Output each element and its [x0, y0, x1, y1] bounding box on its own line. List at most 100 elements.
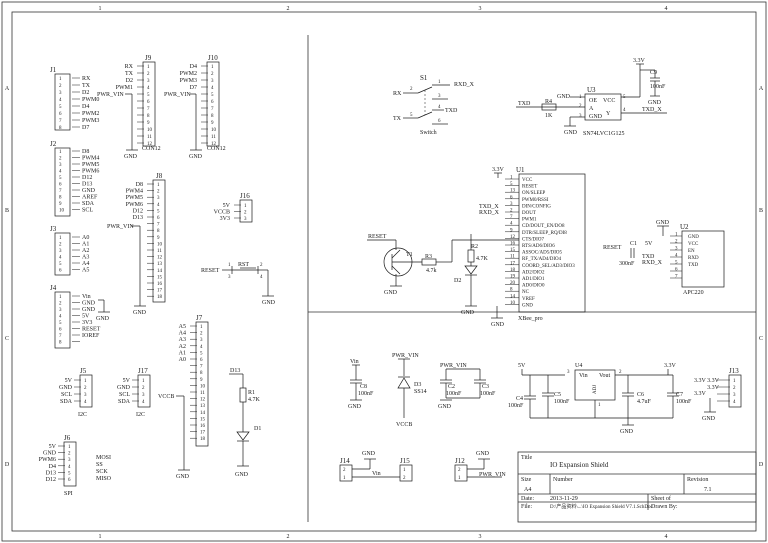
- pwr-3v3: 3.3V: [664, 363, 677, 369]
- s1-net-txd: TXD: [445, 108, 458, 114]
- j9-pin-4: 4: [147, 86, 150, 91]
- u1-pinnum-19: 19: [510, 275, 516, 280]
- c2-gnd: GND: [438, 404, 452, 410]
- u1-gnd: GND: [491, 322, 505, 328]
- c2-ref: C2: [448, 384, 455, 390]
- j9-pin-12: 12: [147, 142, 153, 147]
- row-label-left-D: D: [5, 462, 10, 468]
- j8-net-5: D13: [133, 215, 143, 221]
- j7-pin-7: 7: [200, 365, 203, 370]
- j15-pin-1: 1: [403, 468, 406, 473]
- u2-pinnum-3: 3: [675, 247, 678, 252]
- r3-value: 4.7k: [426, 268, 437, 274]
- u3-net-txd: TXD: [518, 101, 531, 107]
- j7-pin-9: 9: [200, 378, 203, 383]
- u1-pinnum-16: 16: [510, 242, 516, 247]
- j5-net-3: SDA: [60, 399, 73, 405]
- j10-pin-10: 10: [211, 128, 217, 133]
- j7-pin-3: 3: [200, 338, 203, 343]
- j16-net-1: VCCB: [214, 210, 230, 216]
- r4-value: 1K: [545, 113, 553, 119]
- c1-value: 300nF: [619, 261, 635, 267]
- j8-net-3: PWM6: [126, 202, 143, 208]
- j6-net-5: D12: [46, 477, 56, 483]
- j13-pin-3: 3: [733, 393, 736, 398]
- u1-pin-4: DIN/CONFIG: [522, 204, 551, 209]
- j9-net-3: PWM1: [116, 85, 133, 91]
- u1-pin-5: DOUT: [522, 211, 536, 216]
- u2-pin-gnd: GND: [688, 235, 699, 240]
- j7-pin-18: 18: [200, 437, 206, 442]
- c7-value: 100nF: [676, 399, 692, 405]
- connector-j15: J15 1 2: [399, 457, 413, 482]
- s1-pin-2: 2: [410, 87, 413, 92]
- j1-net-6: PWM3: [82, 118, 99, 124]
- j9-pin-1: 1: [147, 65, 150, 70]
- d1-gnd: GND: [235, 472, 249, 478]
- j8-net-4: D12: [133, 208, 143, 214]
- u1-pinnum-4: 4: [510, 222, 513, 227]
- row-label-right-B: B: [759, 208, 763, 214]
- transistor-t1: RESET T1 GND R3 4.7k R2 4.7K D2 GND: [367, 234, 519, 316]
- j13-net-33a: 3.3V: [694, 378, 707, 384]
- u1-pin-12: RF_TX/AD4/DIO4: [522, 257, 562, 262]
- j2-net-9: SCL: [82, 208, 93, 214]
- j3-pin-6: 6: [59, 269, 62, 274]
- col-label-bottom-2: 2: [287, 534, 290, 540]
- tb-size-label: Size: [521, 477, 532, 483]
- j6-pin-4: 4: [68, 465, 71, 470]
- c2-value: 100nF: [446, 391, 462, 397]
- j8-pin-2: 2: [157, 190, 160, 195]
- u1-pin-10: RTS/AD6/DIO6: [522, 244, 555, 249]
- j6-func-miso: MISO: [96, 476, 112, 482]
- col-label-top-3: 3: [479, 6, 482, 12]
- j17-pin-4: 4: [142, 400, 145, 405]
- tb-revision: 7.1: [704, 487, 712, 493]
- pwr-5v: 5V: [518, 363, 526, 369]
- u1-pin-19: GND: [522, 303, 533, 308]
- j7-pin-6: 6: [200, 358, 203, 363]
- u3-part: SN74LVC1G125: [583, 131, 624, 137]
- j7-pin-16: 16: [200, 424, 206, 429]
- j10-pin-4: 4: [211, 86, 214, 91]
- c9-value: 100nF: [650, 84, 666, 90]
- u1-pin-17: NC: [522, 290, 530, 295]
- j6-func-ss: SS: [96, 462, 103, 468]
- connector-j2: J2 12345678910D8PWM4PWM5PWM6D12D13GNDARE…: [50, 140, 99, 217]
- col-label-bottom-4: 4: [665, 534, 668, 540]
- j9-ref: J9: [145, 54, 152, 62]
- j2-pin-7: 7: [59, 189, 62, 194]
- u2-pinnum-7: 7: [675, 275, 678, 280]
- j9-part: CON12: [142, 146, 161, 152]
- j16-pin-2: 2: [244, 211, 247, 216]
- connector-j7: J7 123456789101112131415161718A5A4A3A2A1…: [158, 314, 209, 480]
- j2-pin-9: 9: [59, 202, 62, 207]
- j3-net-0: A0: [82, 235, 89, 241]
- j10-net-2: PWM3: [180, 78, 197, 84]
- row-label-right-D: D: [759, 462, 764, 468]
- j9-pin-5: 5: [147, 93, 150, 98]
- power-section: Vin C8 100nF GND PWR_VIN D3 SS14 VCCB PW…: [348, 353, 692, 435]
- j8-net-1: PWM4: [126, 189, 143, 195]
- j2-net-8: SDA: [82, 201, 95, 207]
- j8-gnd: GND: [133, 310, 147, 316]
- j5-pin-3: 3: [84, 393, 87, 398]
- j7-gnd: GND: [176, 474, 190, 480]
- j9-pwr-vin: PWR_VIN: [97, 92, 124, 98]
- j5-pin-1: 1: [84, 379, 87, 384]
- j8-pin-10: 10: [157, 242, 163, 247]
- j1-net-3: PWM0: [82, 97, 99, 103]
- c5-ref: C5: [554, 392, 561, 398]
- j1-pin-1: 1: [59, 77, 62, 82]
- connector-j8: J8 123456789101112131415161718D8PWM4PWM5…: [107, 172, 166, 316]
- u2-net-rxdx: RXD_X: [642, 260, 663, 266]
- d1-ref: D1: [254, 426, 261, 432]
- j5-part: I2C: [78, 412, 87, 418]
- j2-pin-4: 4: [59, 170, 62, 175]
- j1-pin-8: 8: [59, 126, 62, 131]
- j7-pin-10: 10: [200, 384, 206, 389]
